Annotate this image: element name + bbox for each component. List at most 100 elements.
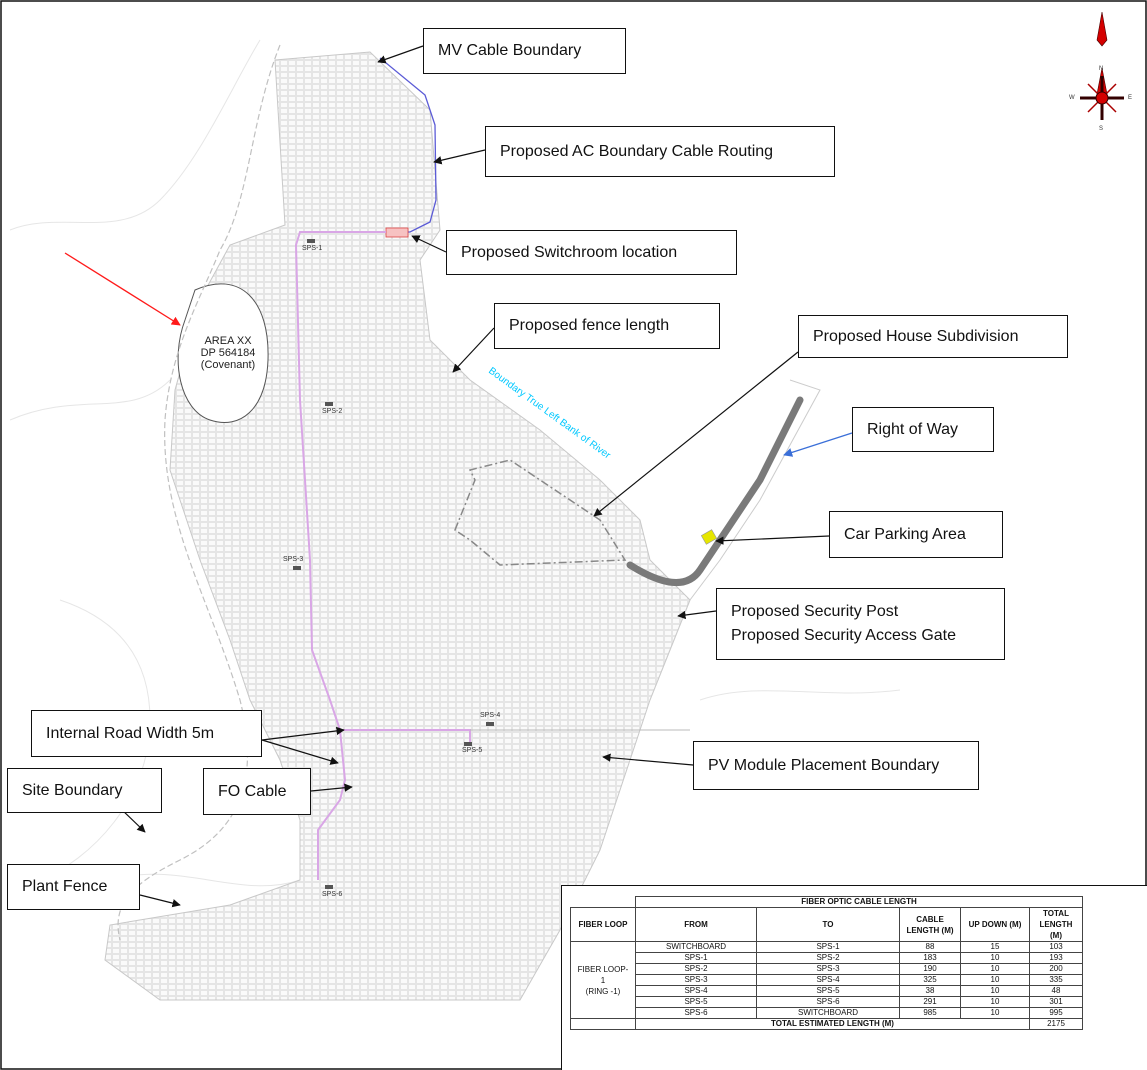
cell-up-down: 10 xyxy=(960,985,1030,997)
callout-site-boundary: Site Boundary xyxy=(7,768,162,813)
col-header-from: FROM xyxy=(635,907,757,942)
cell-up-down: 10 xyxy=(960,952,1030,964)
callout-internal-road: Internal Road Width 5m xyxy=(31,710,262,757)
covenant-area xyxy=(177,283,269,423)
cell-cable-length: 38 xyxy=(899,985,961,997)
cell-up-down: 10 xyxy=(960,996,1030,1008)
cell-to: SPS-1 xyxy=(756,941,900,953)
sps-markers xyxy=(293,239,494,889)
callout-right-of-way: Right of Way xyxy=(852,407,994,452)
callout-car-parking: Car Parking Area xyxy=(829,511,1003,558)
cell-to: SPS-5 xyxy=(756,985,900,997)
callout-text: Car Parking Area xyxy=(844,525,966,543)
callout-mv-cable-boundary: MV Cable Boundary xyxy=(423,28,626,74)
cell-from: SPS-4 xyxy=(635,985,757,997)
cell-from: SPS-1 xyxy=(635,952,757,964)
cell-from: SWITCHBOARD xyxy=(635,941,757,953)
callout-house-subdivision: Proposed House Subdivision xyxy=(798,315,1068,358)
covenant-area-label: AREA XX DP 564184 (Covenant) xyxy=(188,335,268,371)
sps-4-label: SPS-4 xyxy=(480,712,501,719)
total-label: TOTAL ESTIMATED LENGTH (M) xyxy=(635,1018,1030,1030)
table-row: FIBER LOOP- 1 (RING -1) SWITCHBOARD SPS-… xyxy=(570,941,1083,1019)
cell-cable-length: 985 xyxy=(899,1007,961,1019)
callout-fence-length: Proposed fence length xyxy=(494,303,720,349)
callout-text: Proposed House Subdivision xyxy=(813,327,1019,345)
cell-from: SPS-2 xyxy=(635,963,757,975)
callout-text-security-post: Proposed Security Post xyxy=(731,603,899,620)
cell-up-down: 15 xyxy=(960,941,1030,953)
cell-to: SPS-4 xyxy=(756,974,900,986)
callout-text: FO Cable xyxy=(218,782,287,800)
sps-1-label: SPS-1 xyxy=(302,245,323,252)
cell-up-down: 10 xyxy=(960,974,1030,986)
callout-text: MV Cable Boundary xyxy=(438,42,582,59)
house-subdivision-outline xyxy=(454,459,627,566)
callout-text: PV Module Placement Boundary xyxy=(708,756,940,774)
callout-fo-cable: FO Cable xyxy=(203,768,311,815)
compass-e: E xyxy=(1128,95,1133,101)
sps-5-label: SPS-5 xyxy=(462,747,483,754)
compass-n: N xyxy=(1099,66,1104,72)
cell-to: SPS-6 xyxy=(756,996,900,1008)
cell-total-length: 103 xyxy=(1029,941,1083,953)
cell-to: SWITCHBOARD xyxy=(756,1007,900,1019)
cell-from: SPS-5 xyxy=(635,996,757,1008)
table-row: SPS-3 SPS-4 325 10 335 xyxy=(571,974,1083,986)
total-value: 2175 xyxy=(1029,1018,1083,1030)
compass-s: S xyxy=(1099,126,1104,132)
covenant-arrow xyxy=(64,252,181,326)
callout-switchroom: Proposed Switchroom location xyxy=(446,230,737,275)
compass-rose xyxy=(1080,11,1124,120)
table-corner xyxy=(571,897,636,908)
table-header-row: FIBER LOOP FROM TO CABLE LENGTH (M) UP D… xyxy=(570,907,1083,942)
total-blank-cell xyxy=(570,1018,636,1030)
col-header-to: TO xyxy=(756,907,900,942)
loop-label-line3: (RING -1) xyxy=(585,986,621,996)
table-row: SPS-6 SWITCHBOARD 985 10 995 xyxy=(571,1007,1083,1019)
cell-to: SPS-3 xyxy=(756,963,900,975)
col-header-up-down: UP DOWN (M) xyxy=(960,907,1030,942)
callout-text: Plant Fence xyxy=(22,878,108,895)
cell-from: SPS-3 xyxy=(635,974,757,986)
fo-cable-table-panel: FIBER OPTIC CABLE LENGTH FIBER LOOP FROM… xyxy=(561,885,1147,1070)
cell-up-down: 10 xyxy=(960,1007,1030,1019)
area-label-line1: AREA XX xyxy=(204,335,252,347)
col-header-total-length: TOTAL LENGTH (M) xyxy=(1029,907,1083,942)
cell-cable-length: 325 xyxy=(899,974,961,986)
callout-text: Proposed fence length xyxy=(509,317,670,334)
cell-total-length: 335 xyxy=(1029,974,1083,986)
callout-ac-boundary-cable: Proposed AC Boundary Cable Routing xyxy=(485,126,835,177)
cell-cable-length: 190 xyxy=(899,963,961,975)
callout-text-security-gate: Proposed Security Access Gate xyxy=(731,627,956,644)
callout-text: Proposed Switchroom location xyxy=(461,243,678,261)
fiber-loop-cell: FIBER LOOP- 1 (RING -1) xyxy=(570,941,636,1019)
callout-pv-boundary: PV Module Placement Boundary xyxy=(693,741,979,790)
cell-cable-length: 88 xyxy=(899,941,961,953)
table-row: SPS-2 SPS-3 190 10 200 xyxy=(571,963,1083,975)
cell-total-length: 48 xyxy=(1029,985,1083,997)
fo-cable-table: FIBER OPTIC CABLE LENGTH FIBER LOOP FROM… xyxy=(570,896,1083,1030)
mv-cable-route xyxy=(379,57,437,233)
fo-cable-route xyxy=(294,231,471,880)
cell-total-length: 200 xyxy=(1029,963,1083,975)
sps-2-label: SPS-2 xyxy=(322,408,343,415)
loop-label-line1: FIBER LOOP- xyxy=(577,964,629,974)
cell-total-length: 193 xyxy=(1029,952,1083,964)
table-row: SPS-1 SPS-2 183 10 193 xyxy=(571,952,1083,964)
cell-cable-length: 291 xyxy=(899,996,961,1008)
right-of-way-road xyxy=(626,396,804,586)
callout-security: Proposed Security Post Proposed Security… xyxy=(716,588,1005,660)
right-of-way-arrow xyxy=(783,432,853,457)
callout-text: Internal Road Width 5m xyxy=(46,724,215,742)
area-label-line2: DP 564184 xyxy=(200,347,256,359)
loop-label-line2: 1 xyxy=(600,975,606,985)
col-header-cable-length: CABLE LENGTH (M) xyxy=(899,907,961,942)
table-title: FIBER OPTIC CABLE LENGTH xyxy=(635,896,1083,908)
site-boundary-line xyxy=(117,44,281,941)
cell-to: SPS-2 xyxy=(756,952,900,964)
cell-total-length: 995 xyxy=(1029,1007,1083,1019)
pv-module-field xyxy=(104,51,691,1001)
callout-plant-fence: Plant Fence xyxy=(7,864,140,910)
cell-total-length: 301 xyxy=(1029,996,1083,1008)
